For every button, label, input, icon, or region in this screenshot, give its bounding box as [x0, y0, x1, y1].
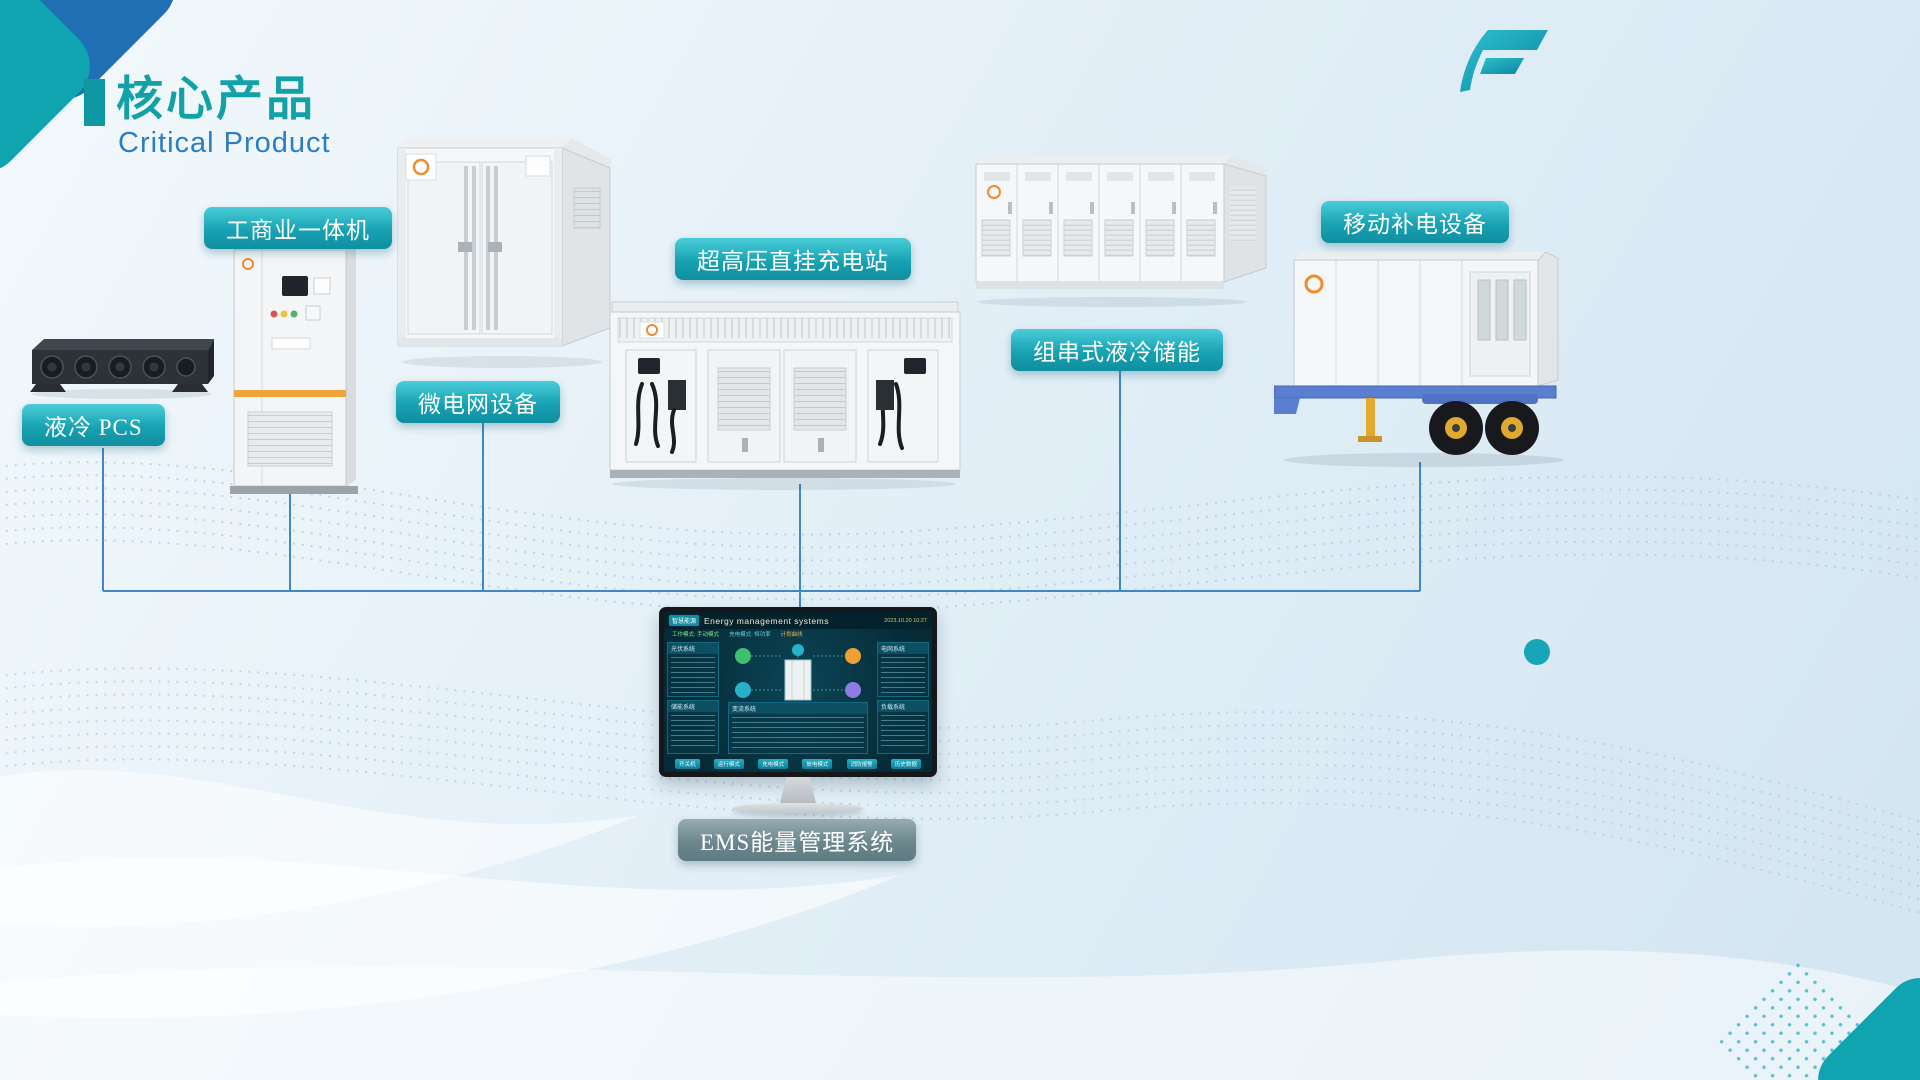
monitor-frame: 智慧能源 Energy management systems 2023.10.2… [659, 607, 937, 777]
page-title: 核心产品 [116, 72, 316, 125]
ems-panel-load: 负载系统 [877, 699, 929, 754]
panel-data-rows [732, 717, 864, 750]
ems-screen-footer: 开关机 运行模式 充电模式 放电模式 消防报警 历史数据 [664, 757, 932, 772]
ems-screen-body: 光伏系统 储能系统 [664, 639, 932, 757]
ems-screen-button: 运行模式 [713, 758, 744, 769]
monitor-stand-base [733, 803, 863, 814]
ems-mode-plan: 计划曲线 [780, 632, 803, 638]
product-label-string-storage: 组串式液冷储能 [1011, 329, 1223, 371]
panel-data-rows [671, 657, 715, 693]
product-image-all-in-one-cabinet [226, 240, 362, 496]
panel-data-rows [671, 714, 715, 750]
product-image-microgrid-container [392, 124, 614, 370]
flow-diagram-graphic [735, 644, 861, 701]
product-label-mobile-charging: 移动补电设备 [1321, 201, 1509, 243]
product-image-mobile-charging-trailer [1274, 248, 1574, 470]
title-accent-bar [84, 79, 105, 126]
ems-screen-button: 充电模式 [758, 758, 789, 769]
panel-data-rows [881, 714, 925, 750]
ems-mode-work: 工作模式: 手动模式 [672, 632, 720, 638]
ems-screen-button: 开关机 [675, 758, 700, 769]
ems-panel-storage: 储能系统 [667, 699, 719, 754]
ems-screen-logo: 智慧能源 [669, 615, 700, 626]
corner-shape-teal [0, 0, 90, 172]
product-label-all-in-one: 工商业一体机 [204, 207, 392, 249]
ems-panel-pv: 光伏系统 [667, 642, 719, 697]
product-label-charging-station: 超高压直挂充电站 [675, 238, 911, 280]
ems-monitor: 智慧能源 Energy management systems 2023.10.2… [659, 607, 937, 814]
ems-panel-grid: 电网系统 [877, 642, 929, 697]
ems-flow-diagram: 变流系统 [722, 642, 874, 754]
product-label-liquid-cooled-pcs: 液冷 PCS [22, 404, 165, 446]
brand-logo [1458, 26, 1550, 96]
ems-screen-button: 历史数据 [890, 758, 921, 769]
panel-data-rows [881, 657, 925, 693]
teal-dot-accent [1524, 639, 1550, 665]
ems-screen-header: 智慧能源 Energy management systems 2023.10.2… [664, 612, 932, 629]
ems-screen: 智慧能源 Energy management systems 2023.10.2… [664, 612, 932, 772]
product-image-charging-station [604, 292, 966, 492]
ems-screen-datetime: 2023.10.20 10:27 [884, 617, 927, 624]
monitor-stand-neck [780, 777, 816, 803]
ems-mode-charge: 充电模式: 恒功率 [729, 632, 771, 638]
product-image-liquid-cooled-pcs [26, 330, 218, 400]
ems-label: EMS能量管理系统 [678, 819, 917, 861]
page-subtitle: Critical Product [118, 127, 331, 159]
brand-logo-icon [1460, 30, 1548, 92]
corner-shape-teal-bottom [1818, 978, 1920, 1080]
ems-screen-title: Energy management systems [704, 615, 829, 626]
ems-screen-button: 消防报警 [846, 758, 877, 769]
ems-screen-button: 放电模式 [802, 758, 833, 769]
ems-screen-mode-row: 工作模式: 手动模式 充电模式: 恒功率 计划曲线 [664, 629, 932, 639]
ems-panel-converter: 变流系统 [728, 702, 868, 754]
corner-dot-grid [1713, 961, 1883, 1080]
product-image-string-storage [972, 144, 1268, 310]
product-label-microgrid: 微电网设备 [396, 381, 560, 423]
